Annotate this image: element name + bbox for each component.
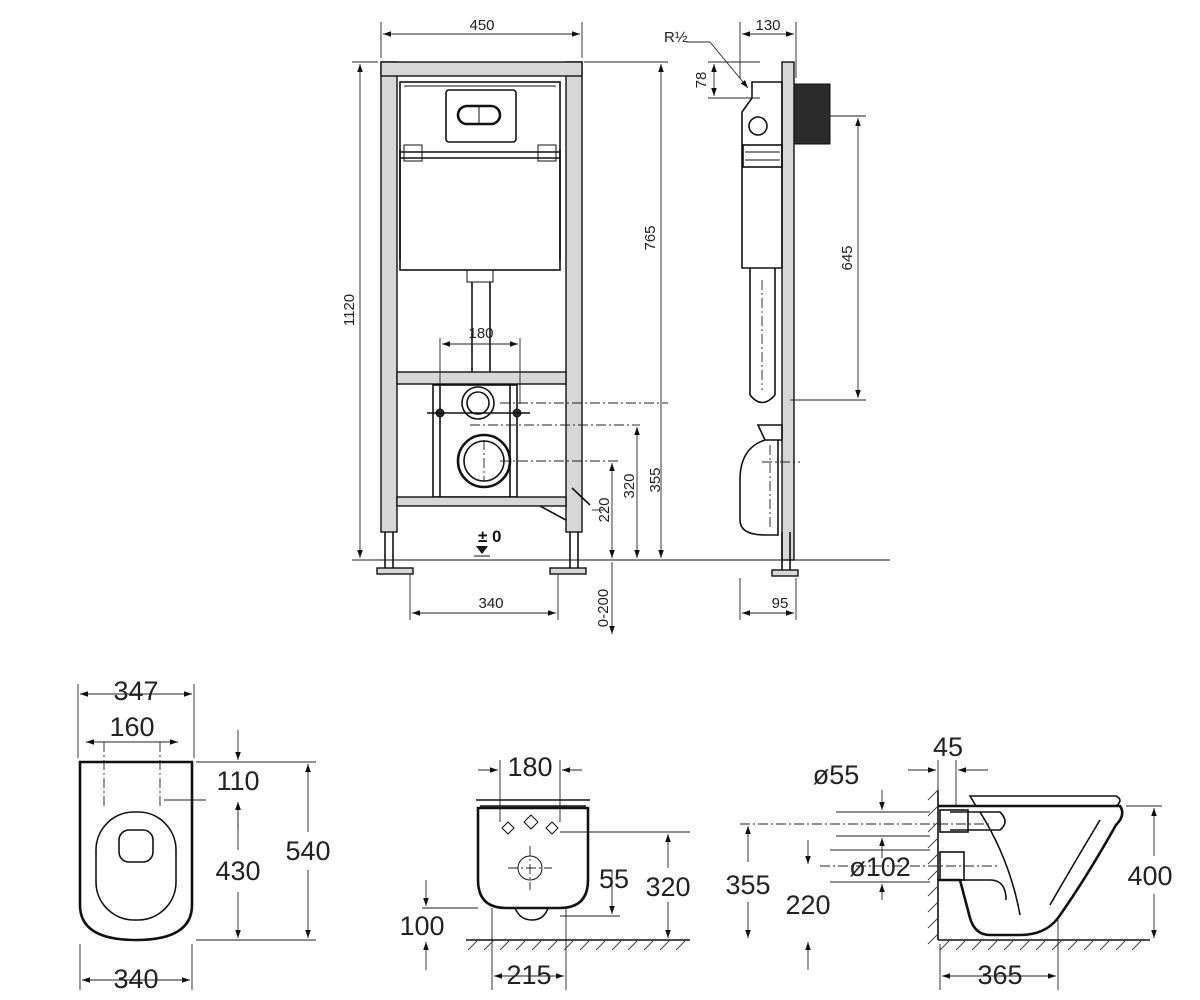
- wc-side-view: 45 ø55 ø102 355 220 400 365: [725, 732, 1173, 990]
- wc-back-view: 180 55 320 100 215: [399, 752, 691, 990]
- wc-inlet-drop-label: 55: [599, 864, 629, 894]
- wc-back-base-width-label: 215: [506, 960, 551, 990]
- frame-front-view: 450 1120 765 180 355 320 220 ± 0: [341, 17, 890, 634]
- wc-back-bolt-spacing-label: 180: [507, 752, 552, 782]
- wc-total-height-label: 400: [1127, 861, 1172, 891]
- wc-top-view: 347 160 110 430 540 340: [77, 676, 331, 994]
- wc-outlet-height-label: 220: [785, 890, 830, 920]
- wc-outlet-diameter-label: ø102: [849, 852, 911, 882]
- cistern-height-label: 765: [642, 225, 659, 250]
- drain-height-label: 320: [621, 473, 638, 498]
- wc-base-width-label: 340: [113, 964, 158, 994]
- floor-to-frame-label: 220: [596, 497, 613, 522]
- wc-inlet-height-label: 355: [725, 870, 770, 900]
- flush-height-label: 645: [839, 245, 856, 270]
- inlet-height-label: 78: [693, 72, 710, 89]
- wc-back-base-height-label: 100: [399, 911, 444, 941]
- frame-depth-label: 130: [755, 17, 780, 34]
- wc-base-length-label: 365: [977, 960, 1022, 990]
- water-inlet-label: R½: [664, 29, 688, 46]
- floor-level-label: ± 0: [478, 527, 502, 546]
- wc-back-drain-height-label: 320: [645, 872, 690, 902]
- frame-width-label: 450: [469, 17, 494, 34]
- floor-level-marker-icon: [476, 546, 488, 554]
- wc-wall-offset-label: 45: [933, 732, 963, 762]
- feet-spacing-label: 340: [478, 595, 503, 612]
- wc-length-label: 540: [285, 836, 330, 866]
- frame-height-label: 1120: [341, 294, 358, 326]
- wc-bolt-spacing-label: 160: [109, 712, 154, 742]
- bolt-spacing-label: 180: [468, 325, 493, 342]
- wc-inlet-diameter-label: ø55: [813, 760, 860, 790]
- wc-width-label: 347: [113, 676, 158, 706]
- foot-adjust-label: 0-200: [595, 589, 612, 627]
- foot-depth-label: 95: [772, 595, 789, 612]
- wc-bolt-offset-label: 110: [216, 766, 259, 796]
- wc-bolt-to-front-label: 430: [215, 856, 260, 886]
- frame-side-view: 130 R½ 78 645 95: [664, 17, 866, 620]
- pan-connection-height-label: 355: [647, 467, 664, 492]
